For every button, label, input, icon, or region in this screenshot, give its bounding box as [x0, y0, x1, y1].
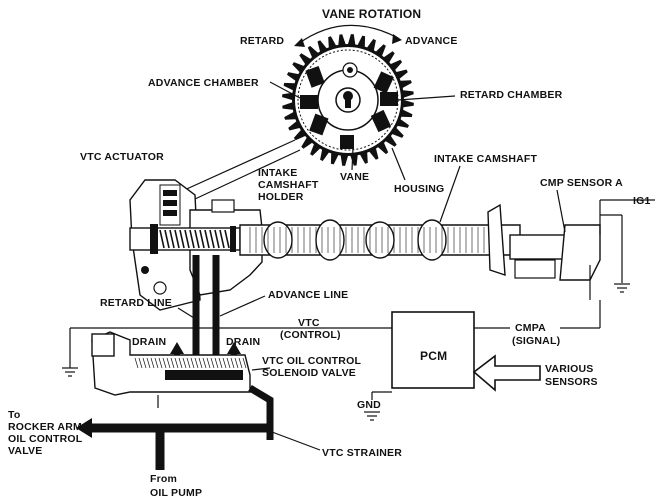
label-pcm: PCM — [420, 349, 447, 363]
intake-camshaft-shaft — [239, 203, 521, 276]
label-advance-chamber: ADVANCE CHAMBER — [148, 77, 259, 89]
label-oil-pump-1: From — [150, 473, 177, 485]
label-gnd: GND — [357, 399, 381, 411]
label-ig1: IG1 — [633, 195, 651, 207]
actuator-spring — [129, 224, 241, 254]
label-vane: VANE — [340, 171, 369, 183]
label-intake-cam-holder-1: INTAKE — [258, 167, 298, 179]
vane-segments — [300, 66, 398, 149]
spring-coils — [159, 229, 230, 249]
label-cmpa-2: (SIGNAL) — [512, 335, 560, 347]
label-vtc-strainer: VTC STRAINER — [322, 447, 402, 459]
label-vtc-actuator: VTC ACTUATOR — [80, 151, 164, 163]
valve-hatching — [134, 357, 247, 369]
label-vtc-control-2: (CONTROL) — [280, 329, 341, 341]
label-housing: HOUSING — [394, 183, 444, 195]
label-various-2: SENSORS — [545, 376, 598, 388]
label-rocker-2: ROCKER ARM — [8, 421, 82, 433]
label-various-1: VARIOUS — [545, 363, 593, 375]
label-cmpa-1: CMPA — [515, 322, 546, 334]
label-solenoid-2: SOLENOID VALVE — [262, 367, 356, 379]
label-retard-line: RETARD LINE — [100, 297, 172, 309]
vtc-oil-control-solenoid — [91, 331, 251, 408]
label-advance: ADVANCE — [405, 35, 458, 47]
label-retard: RETARD — [240, 35, 284, 47]
label-retard-chamber: RETARD CHAMBER — [460, 89, 563, 101]
label-intake-camshaft: INTAKE CAMSHAFT — [434, 153, 538, 165]
label-intake-cam-holder-3: HOLDER — [258, 191, 304, 203]
label-drain-right: DRAIN — [226, 336, 260, 348]
label-solenoid-1: VTC OIL CONTROL — [262, 355, 361, 367]
label-oil-pump-2: OIL PUMP — [150, 487, 202, 499]
label-rocker-4: VALVE — [8, 445, 42, 457]
label-vane-rotation: VANE ROTATION — [322, 7, 421, 21]
label-intake-cam-holder-2: CAMSHAFT — [258, 179, 319, 191]
label-rocker-1: To — [8, 409, 20, 421]
cmp-sensor-a — [509, 224, 601, 300]
label-advance-line: ADVANCE LINE — [268, 289, 348, 301]
label-rocker-3: OIL CONTROL — [8, 433, 83, 445]
label-drain-left: DRAIN — [132, 336, 166, 348]
label-cmp-sensor-a: CMP SENSOR A — [540, 177, 623, 189]
label-vtc-control-1: VTC — [298, 317, 320, 329]
sensors-input-arrow — [472, 354, 541, 392]
sprocket-assembly — [282, 34, 414, 166]
pcm-box — [391, 311, 475, 389]
